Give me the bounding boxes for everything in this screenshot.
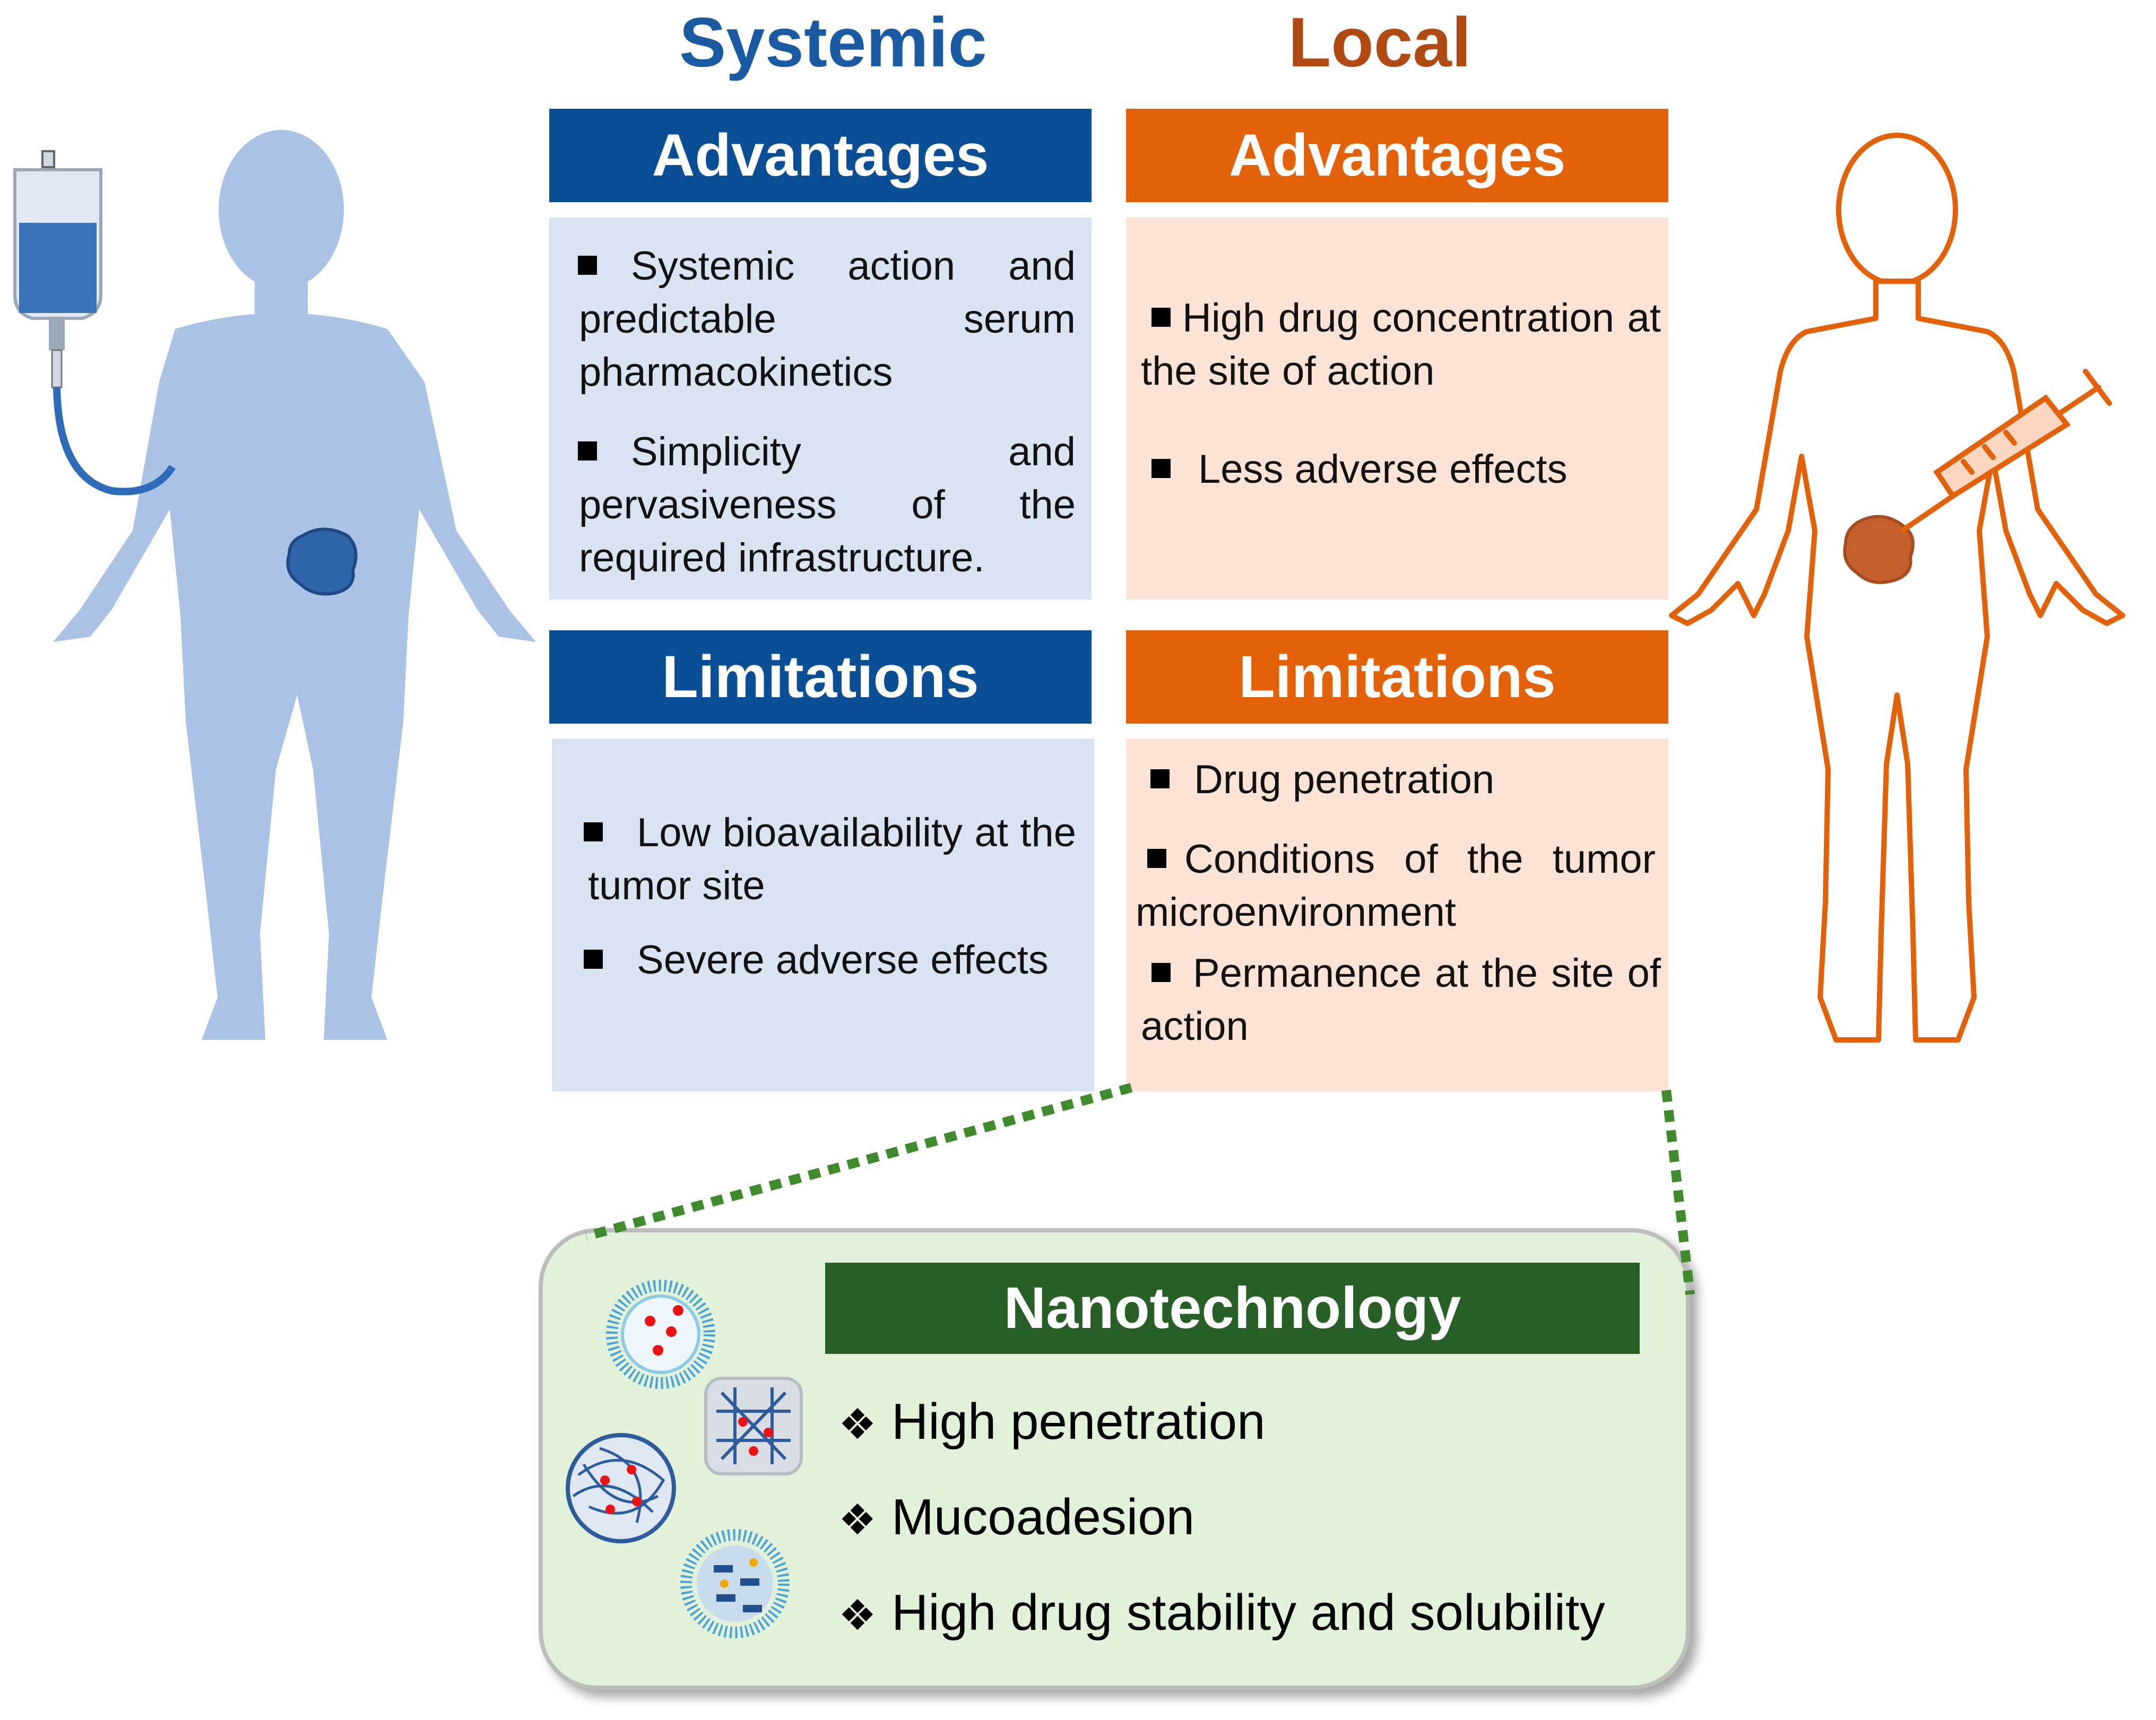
- bullet-icon: [1151, 963, 1171, 982]
- list-item: Drug penetration: [1137, 753, 1657, 806]
- diamond-bullet-icon: ❖: [838, 1401, 877, 1448]
- local-advantages-box: High drug concentration at the site of a…: [1126, 218, 1668, 600]
- iv-bag-icon: [13, 150, 176, 496]
- local-advantage-1: High drug concentration at the site of a…: [1141, 296, 1661, 394]
- systemic-advantages-box: Systemic action and predictable serum ph…: [549, 218, 1092, 600]
- syringe-icon: [1900, 369, 2112, 533]
- systemic-limitations-header: Limitations: [549, 630, 1092, 724]
- nano-item-2: ❖ Mucoadesion: [838, 1486, 1194, 1552]
- nanotechnology-header: Nanotechnology: [825, 1263, 1640, 1354]
- list-item: Simplicity and pervasiveness of the requ…: [578, 425, 1076, 585]
- nano-item-label: High drug stability and solubility: [891, 1584, 1605, 1641]
- tumor-icon: [286, 527, 358, 596]
- nano-item-label: High penetration: [891, 1393, 1266, 1450]
- human-figure-systemic: [53, 130, 536, 1040]
- nano-item-1: ❖ High penetration: [838, 1390, 1265, 1456]
- bullet-icon: [578, 441, 597, 461]
- list-item: Conditions of the tumor microenvironment: [1136, 833, 1656, 939]
- human-figure-local: [1669, 133, 2125, 1043]
- list-item: Low bioavailability at the tumor site: [584, 806, 1076, 913]
- nano-item-label: Mucoadesion: [891, 1489, 1195, 1545]
- local-advantage-2: Less adverse effects: [1198, 447, 1568, 492]
- diamond-bullet-icon: ❖: [838, 1496, 877, 1543]
- bullet-icon: [1150, 769, 1170, 788]
- list-item: High drug concentration at the site of a…: [1141, 292, 1661, 398]
- list-item: Severe adverse effects: [578, 934, 1093, 987]
- tumor-icon: [1843, 515, 1915, 584]
- bullet-icon: [1151, 459, 1171, 478]
- local-limitation-3: Permanence at the site of action: [1141, 951, 1661, 1049]
- systemic-advantage-1: Systemic action and predictable serum ph…: [579, 244, 1076, 395]
- bullet-icon: [1151, 308, 1171, 327]
- diamond-bullet-icon: ❖: [838, 1592, 877, 1639]
- nano-item-3: ❖ High drug stability and solubility: [838, 1581, 1605, 1647]
- systemic-limitations-box: Low bioavailability at the tumor site Se…: [552, 739, 1094, 1091]
- bullet-icon: [578, 256, 597, 275]
- bullet-icon: [584, 950, 603, 969]
- list-item: Systemic action and predictable serum ph…: [578, 240, 1076, 399]
- systemic-limitation-1: Low bioavailability at the tumor site: [588, 810, 1076, 908]
- systemic-limitation-2: Severe adverse effects: [637, 937, 1049, 983]
- bullet-icon: [1147, 849, 1166, 868]
- systemic-title: Systemic: [679, 3, 987, 81]
- local-limitation-1: Drug penetration: [1194, 757, 1495, 802]
- local-limitations-box: Drug penetration Conditions of the tumor…: [1126, 739, 1668, 1091]
- list-item: Permanence at the site of action: [1141, 947, 1661, 1053]
- list-item: Less adverse effects: [1141, 443, 1661, 496]
- systemic-advantages-header: Advantages: [549, 109, 1092, 202]
- local-limitation-2: Conditions of the tumor microenvironment: [1136, 837, 1656, 935]
- systemic-advantage-2: Simplicity and pervasiveness of the requ…: [579, 429, 1076, 580]
- local-title: Local: [1288, 3, 1471, 81]
- local-advantages-header: Advantages: [1126, 109, 1668, 202]
- local-limitations-header: Limitations: [1126, 630, 1668, 724]
- bullet-icon: [584, 822, 603, 841]
